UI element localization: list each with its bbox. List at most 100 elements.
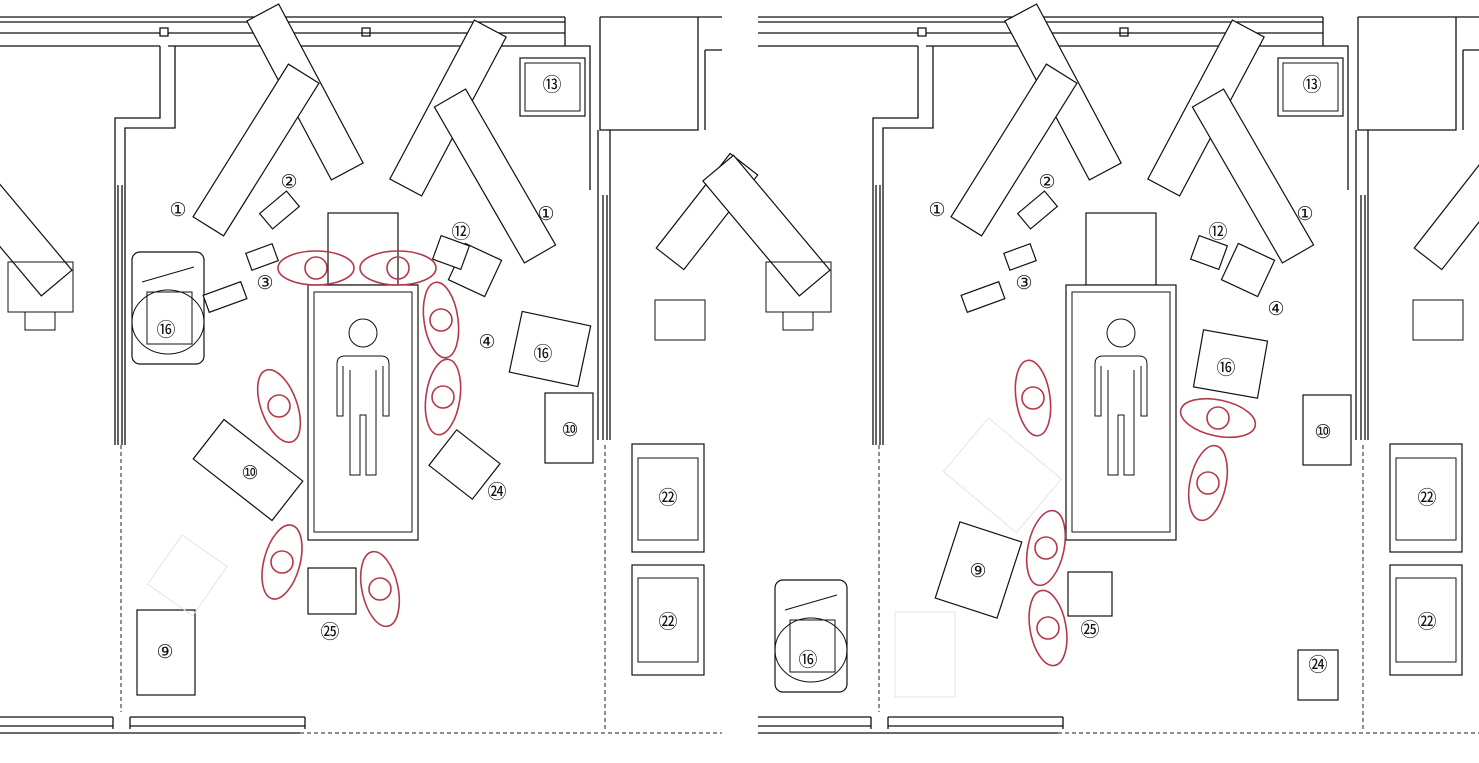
cabinet-13-inner (1282, 62, 1339, 112)
right-adjacent-equipment (1412, 299, 1464, 341)
staff-head-marker (1021, 386, 1045, 410)
left-door-frame (117, 185, 123, 445)
staff-position-marker (1014, 359, 1052, 437)
right-adjacent-equipment (654, 299, 706, 341)
table-9 (136, 609, 196, 696)
cabinet-13 (1277, 57, 1344, 117)
equipment-number-label: ㉒ (658, 611, 677, 633)
adjacent-base (24, 311, 56, 331)
equipment-number-label: ⑯ (156, 319, 175, 341)
equipment-number-label: ⑩ (561, 419, 578, 441)
equipment-number-label: ⑩ (241, 462, 258, 484)
c-arm-16-left-bar (141, 266, 195, 283)
cart-10 (1302, 394, 1352, 466)
left-wall (872, 46, 934, 445)
equipment-number-label: ㉕ (320, 621, 339, 643)
cabinet-22b (631, 564, 705, 676)
c-arm-16-bar (784, 594, 838, 611)
device-2 (1016, 190, 1059, 230)
equipment-number-label: ⑫ (451, 221, 470, 243)
staff-head-marker (431, 385, 455, 409)
cabinet-22b-inner (637, 577, 699, 663)
staff-position-marker (359, 250, 437, 286)
ceiling-boom-arm (192, 63, 320, 237)
c-arm-16-box (789, 619, 836, 673)
equipment-number-label: ㉔ (1308, 654, 1327, 676)
cabinet-22b (1389, 564, 1463, 676)
patient-body (336, 355, 390, 476)
equipment-number-label: ⑩ (1314, 421, 1331, 443)
top-right-wall (599, 16, 722, 131)
staff-head-marker (429, 308, 453, 332)
patient-head (348, 318, 378, 348)
staff-position-marker (359, 550, 401, 628)
staff-head-marker (368, 577, 392, 601)
staff-head-marker (270, 550, 294, 574)
right-wall (565, 45, 611, 440)
bottom-wall (758, 716, 1064, 734)
staff-position-marker (277, 250, 355, 286)
operating-table-inner (313, 291, 413, 533)
ceiling-boom-arm (950, 63, 1078, 237)
right-door-frame (602, 195, 608, 440)
ceiling-boom-arm (1191, 88, 1315, 264)
cabinet-13-inner (524, 62, 581, 112)
left-wall (114, 46, 176, 445)
staff-head-marker (1206, 406, 1230, 430)
adjacent-boom (702, 154, 831, 297)
staff-head-marker (1196, 471, 1220, 495)
c-arm-16 (774, 579, 848, 693)
operating-table (1065, 284, 1177, 541)
equipment-number-label: ② (1038, 171, 1055, 193)
table-9 (934, 521, 1023, 619)
cabinet-22a (1389, 443, 1463, 553)
equipment-number-label: ㉕ (1080, 619, 1099, 641)
c-arm-16 (1192, 329, 1269, 399)
microscope-4 (1220, 242, 1276, 298)
cabinet-22b-inner (1395, 577, 1457, 663)
stool-25 (1067, 571, 1113, 617)
c-arm-16-left (131, 251, 205, 365)
ghost-previous-position (146, 534, 228, 617)
table-head-block (327, 212, 399, 286)
device-2 (258, 190, 301, 230)
device-12 (431, 234, 471, 271)
staff-position-marker (1179, 397, 1257, 439)
c-arm-16-right (508, 310, 592, 388)
staff-head-marker (1036, 616, 1060, 640)
equipment-number-label: ③ (1015, 272, 1032, 294)
bottom-wall (0, 716, 306, 734)
room-plan-2 (702, 3, 1479, 734)
ceiling-boom-arm (433, 88, 557, 264)
equipment-number-label: ③ (256, 272, 273, 294)
c-arm-16-left-circle (131, 289, 205, 355)
equipment-number-label: ⑨ (156, 641, 173, 663)
staff-position-marker (261, 524, 303, 600)
ghost-previous-position (942, 417, 1062, 534)
staff-position-marker (424, 358, 462, 436)
equipment-number-label: ④ (1267, 298, 1284, 320)
staff-position-marker (1028, 589, 1068, 667)
c-arm-16-circle (774, 617, 848, 683)
staff-head-marker (267, 394, 291, 418)
equipment-number-label: ① (928, 199, 945, 221)
equipment-number-label: ⑫ (1208, 221, 1227, 243)
staff-head-marker (304, 256, 328, 280)
adjacent-base (782, 311, 814, 331)
operating-table (307, 284, 419, 541)
staff-position-marker (422, 281, 460, 359)
stool-25 (307, 567, 357, 615)
staff-position-marker (1187, 444, 1229, 522)
cart-24 (1297, 649, 1339, 701)
equipment-number-label: ① (169, 199, 186, 221)
patient-body (1094, 355, 1148, 476)
staff-head-marker (1034, 536, 1058, 560)
staff-position-marker (1025, 509, 1067, 587)
equipment-number-label: ⑬ (1302, 74, 1321, 96)
equipment-number-label: ⑯ (798, 649, 817, 671)
staff-position-marker (256, 368, 302, 444)
right-wall (1323, 45, 1369, 440)
equipment-number-label: ④ (478, 331, 495, 353)
right-door-frame (1360, 195, 1366, 440)
device-3b (960, 280, 1006, 314)
